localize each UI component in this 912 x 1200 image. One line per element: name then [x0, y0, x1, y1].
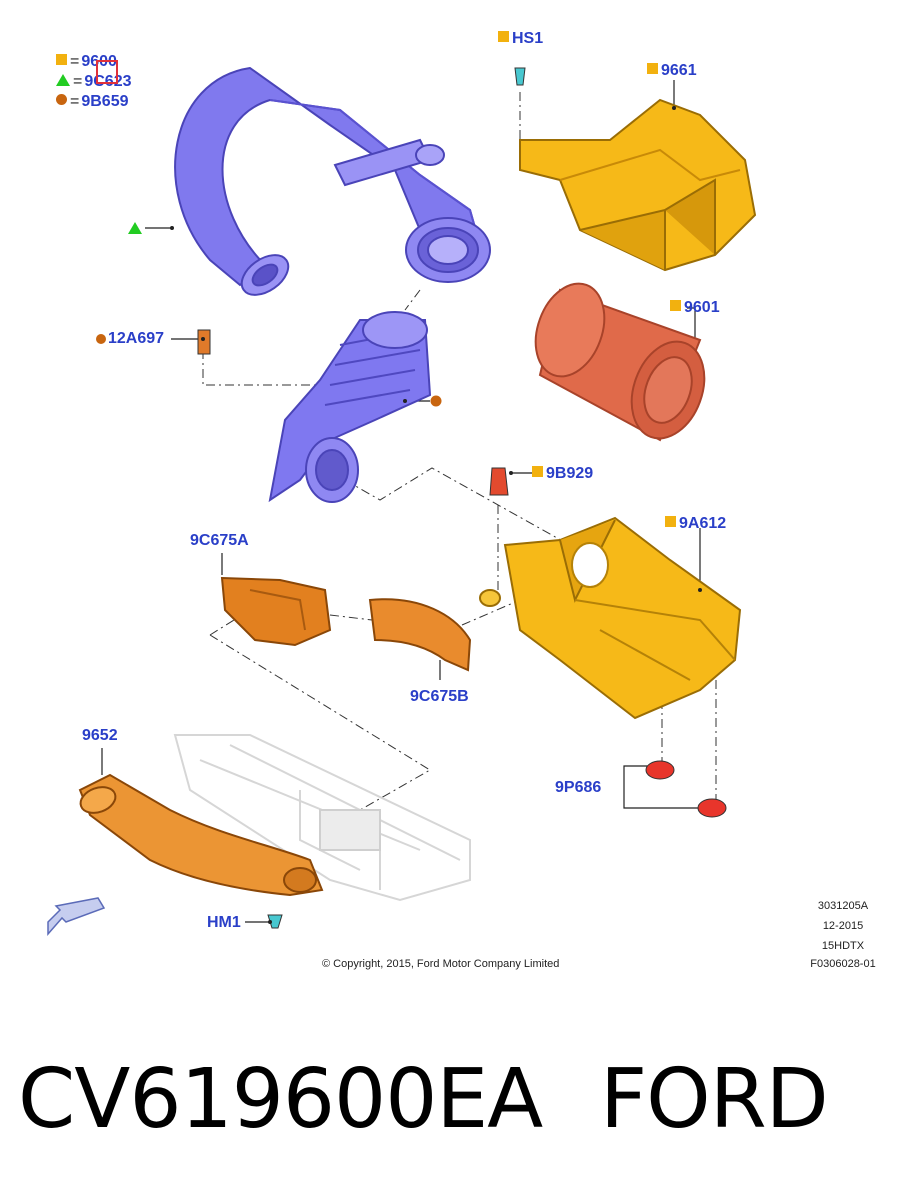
square-symbol-icon [647, 63, 658, 74]
part-label-hs1[interactable]: HS1 [498, 30, 543, 48]
intake-hose-lower [268, 311, 432, 503]
air-box-base [479, 516, 742, 720]
meta-date: 12-2015 [822, 920, 864, 932]
highlight-box [96, 60, 118, 84]
caption-brand: FORD [600, 1052, 829, 1147]
square-symbol-icon [532, 466, 543, 477]
intake-pipe-upper [174, 66, 491, 296]
part-label-9b929[interactable]: 9B929 [532, 465, 593, 483]
part-label-9652[interactable]: 9652 [82, 727, 118, 744]
square-symbol-icon [56, 54, 67, 65]
part-label-9661[interactable]: 9661 [647, 62, 697, 80]
triangle-symbol-icon [56, 74, 70, 86]
callout-bullets [96, 106, 702, 924]
square-symbol-icon [665, 516, 676, 527]
meta-model: 15HDTX [821, 940, 865, 952]
duct-9c675a [220, 576, 332, 647]
legend-item-triangle: =9C623 [56, 73, 132, 91]
part-label-12a697[interactable]: 12A697 [108, 330, 165, 347]
air-box-cover [519, 98, 757, 272]
circle-symbol-icon [56, 94, 67, 105]
air-filter [534, 282, 706, 442]
parts-diagram [47, 66, 757, 936]
meta-figure: F0306028-01 [810, 958, 876, 970]
caption-part-number: CV619600EA [18, 1052, 543, 1147]
part-label-9c675a[interactable]: 9C675A [190, 532, 249, 549]
square-symbol-icon [670, 300, 681, 311]
part-label-9p686[interactable]: 9P686 [555, 779, 602, 796]
part-label-hm1[interactable]: HM1 [207, 914, 241, 931]
direction-arrow-icon [47, 897, 106, 936]
duct-9c675b [368, 598, 472, 672]
copyright-notice: © Copyright, 2015, Ford Motor Company Li… [322, 958, 560, 970]
part-label-9c675b[interactable]: 9C675B [410, 688, 469, 705]
legend-item-circle: =9B659 [56, 93, 129, 111]
chassis-background [173, 734, 471, 902]
meta-code: 3031205A [817, 900, 869, 912]
part-label-9601[interactable]: 9601 [670, 299, 720, 317]
part-label-9a612[interactable]: 9A612 [665, 515, 726, 533]
legend-code: 9B659 [81, 93, 129, 110]
snorkel-9652 [78, 773, 324, 897]
square-symbol-icon [498, 31, 509, 42]
